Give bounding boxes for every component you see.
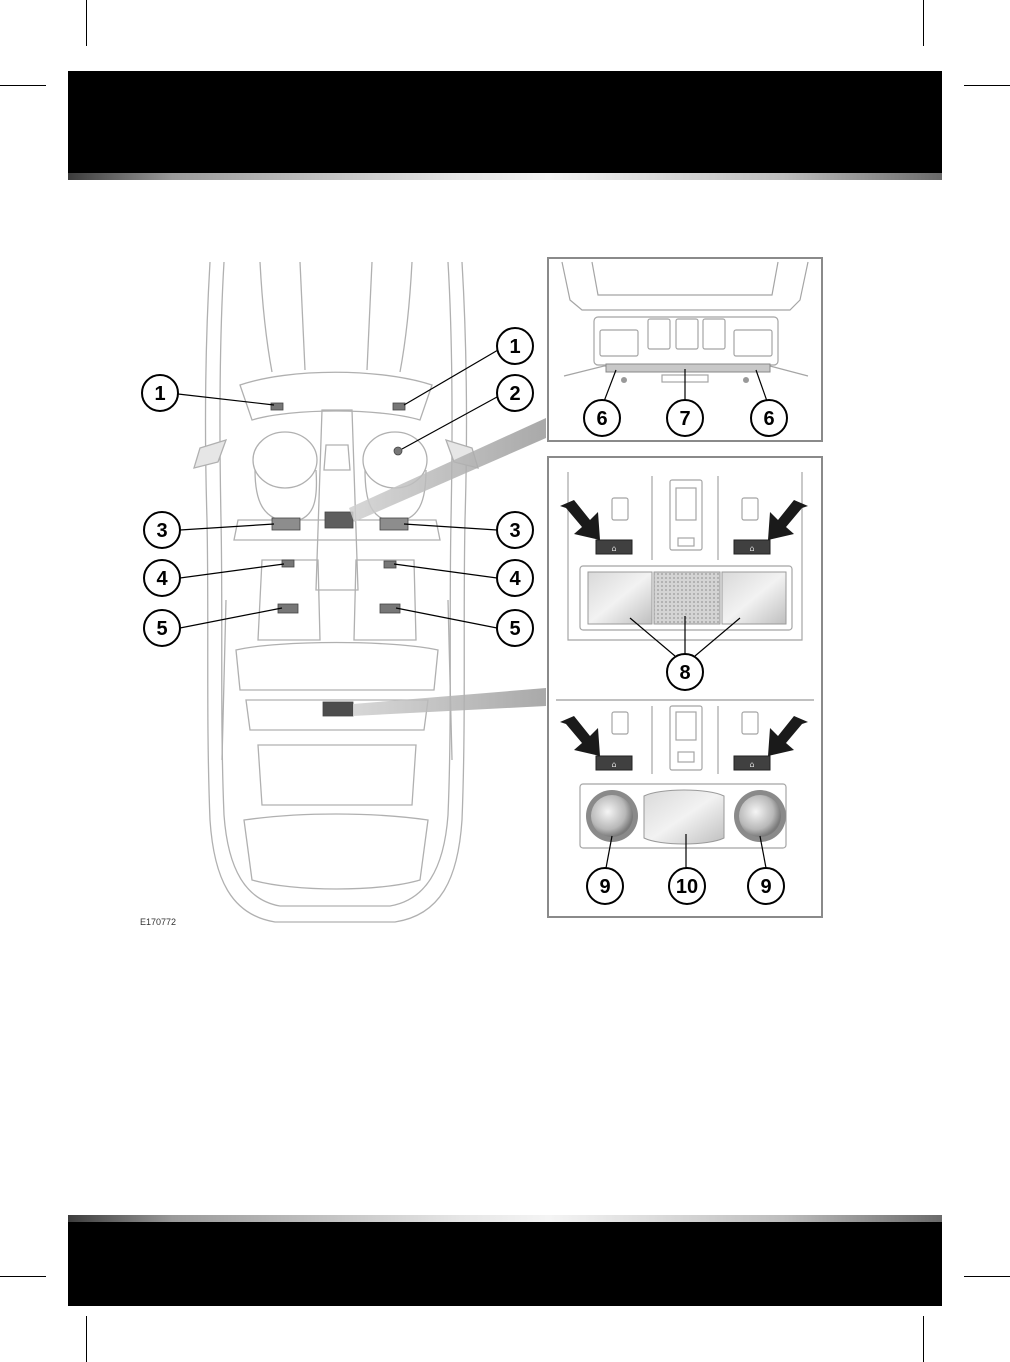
- light-marker-3-right: [380, 518, 408, 530]
- svg-text:6: 6: [763, 408, 774, 430]
- svg-text:5: 5: [156, 618, 167, 640]
- callout-5-right: 5: [497, 610, 533, 646]
- callout-7: 7: [667, 400, 703, 436]
- svg-text:10: 10: [676, 876, 698, 898]
- light-marker-1-left: [271, 403, 283, 410]
- svg-text:⌂: ⌂: [749, 544, 754, 553]
- car-outline: [194, 262, 478, 922]
- callout-4-right: 4: [497, 560, 533, 596]
- svg-text:4: 4: [156, 568, 168, 590]
- callout-6-left: 6: [584, 400, 620, 436]
- callout-1-left: 1: [142, 375, 178, 411]
- light-marker-2: [394, 447, 402, 455]
- overhead-console-rear: [323, 702, 353, 716]
- callout-4-left: 4: [144, 560, 180, 596]
- svg-text:⌂: ⌂: [611, 760, 616, 769]
- callout-5-left: 5: [144, 610, 180, 646]
- svg-text:⌂: ⌂: [749, 760, 754, 769]
- svg-text:8: 8: [679, 662, 690, 684]
- callout-6-right: 6: [751, 400, 787, 436]
- svg-text:4: 4: [509, 568, 521, 590]
- svg-text:7: 7: [679, 408, 690, 430]
- callout-2: 2: [497, 375, 533, 411]
- figure-code: E170772: [140, 917, 176, 927]
- svg-text:⌂: ⌂: [611, 544, 616, 553]
- light-marker-1-right: [393, 403, 405, 410]
- svg-text:2: 2: [509, 383, 520, 405]
- svg-text:5: 5: [509, 618, 520, 640]
- callout-3-left: 3: [144, 512, 180, 548]
- svg-text:6: 6: [596, 408, 607, 430]
- light-marker-3-left: [272, 518, 300, 530]
- svg-text:3: 3: [509, 520, 520, 542]
- callout-9-left: 9: [587, 868, 623, 904]
- beam-front-console: [349, 418, 546, 522]
- callout-1-right: 1: [497, 328, 533, 364]
- svg-text:1: 1: [154, 383, 165, 405]
- callout-9-right: 9: [748, 868, 784, 904]
- svg-text:1: 1: [509, 336, 520, 358]
- svg-text:9: 9: [760, 876, 771, 898]
- callout-10: 10: [669, 868, 705, 904]
- callout-3-right: 3: [497, 512, 533, 548]
- callout-8: 8: [667, 654, 703, 690]
- svg-text:9: 9: [599, 876, 610, 898]
- overhead-console-front: [325, 512, 353, 528]
- svg-text:3: 3: [156, 520, 167, 542]
